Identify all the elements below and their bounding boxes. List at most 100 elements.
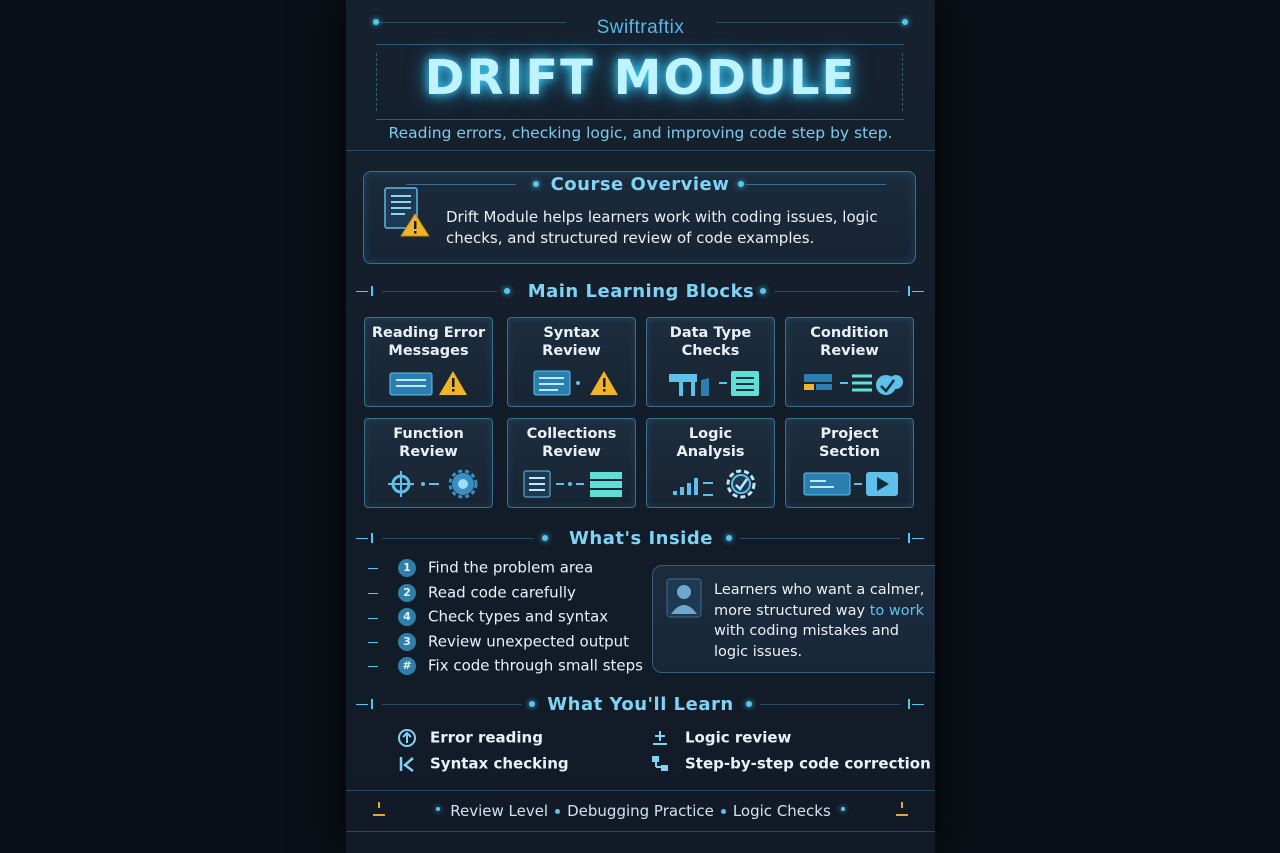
footer-tag-logic-checks: Logic Checks <box>732 802 831 820</box>
footer-dot-right <box>841 807 845 811</box>
block-project-section[interactable]: Project Section <box>785 418 914 508</box>
learner-avatar-icon <box>666 578 702 618</box>
syntax-checking-icon <box>398 755 416 773</box>
inside-item-text: Check types and syntax <box>428 607 609 626</box>
footer-separator <box>720 809 726 814</box>
inside-mark-left <box>356 538 368 539</box>
data-type-icon <box>647 368 774 398</box>
top-rule-right <box>716 22 906 23</box>
overview-dot-right <box>738 181 744 187</box>
footer-mark-right-top <box>901 802 903 808</box>
logic-analysis-icon <box>647 469 774 499</box>
blocks-dot-right <box>760 288 766 294</box>
overview-rule-left <box>406 184 516 185</box>
learn-item-text: Error reading <box>430 728 543 747</box>
inside-rule-left <box>382 538 534 539</box>
error-reading-icon <box>398 728 416 747</box>
footer-mark-right <box>896 814 908 816</box>
footer-separator <box>555 809 561 814</box>
audience-text-part2: with coding mistakes and logic issues. <box>714 623 899 660</box>
learn-item-logic-review: Logic review <box>651 728 791 747</box>
audience-text: Learners who want a calmer, more structu… <box>714 580 929 662</box>
document-warning-icon <box>383 186 430 238</box>
block-label: Collections Review <box>526 426 617 460</box>
block-collections-review[interactable]: Collections Review <box>507 418 636 508</box>
blocks-rule-left <box>382 291 497 292</box>
footer-bar <box>346 790 935 832</box>
audience-text-part1: Learners who want a calmer, more structu… <box>714 582 925 619</box>
footer-dot-left <box>436 807 440 811</box>
learn-rule-right <box>760 704 900 705</box>
inside-tick-left <box>371 533 373 543</box>
list-tick <box>368 666 378 667</box>
overview-rule-right <box>746 184 886 185</box>
list-tick <box>368 618 378 619</box>
list-tick <box>368 568 378 569</box>
step-number: 4 <box>398 607 416 626</box>
block-label: Project Section <box>818 426 881 460</box>
block-label: Syntax Review <box>542 325 601 359</box>
footer-mark-left-top <box>378 802 380 808</box>
course-poster: Swiftraftix DRIFT MODULE Reading errors,… <box>346 0 935 853</box>
blocks-dot-left <box>504 288 510 294</box>
block-label: Function Review <box>393 426 464 460</box>
condition-review-icon <box>786 368 913 398</box>
blocks-tick-left <box>371 286 373 296</box>
overview-card <box>363 171 916 264</box>
top-dot-right <box>902 19 908 25</box>
top-dot-left <box>373 19 379 25</box>
title-frame <box>376 44 904 120</box>
learn-item-text: Syntax checking <box>430 754 569 773</box>
step-number: 3 <box>398 632 416 651</box>
block-syntax-review[interactable]: Syntax Review <box>507 317 636 407</box>
step-number: 1 <box>398 558 416 577</box>
learn-item-text: Logic review <box>685 728 792 747</box>
block-label: Reading Error Messages <box>371 325 486 359</box>
inside-rule-right <box>740 538 900 539</box>
top-rule-left <box>376 22 566 23</box>
blocks-mark-right <box>912 291 924 292</box>
inside-dot-left <box>542 535 548 541</box>
block-data-type-checks[interactable]: Data Type Checks <box>646 317 775 407</box>
inside-heading: What's Inside <box>569 528 713 549</box>
learn-item-text: Step-by-step code correction <box>685 754 931 773</box>
footer-tag-review-level: Review Level <box>450 802 549 820</box>
inside-item-1: 1 Find the problem area <box>398 558 593 577</box>
function-review-icon <box>365 469 492 499</box>
block-reading-error-messages[interactable]: Reading Error Messages <box>364 317 493 407</box>
collections-review-icon <box>508 469 635 499</box>
learn-tick-right <box>908 699 910 709</box>
block-condition-review[interactable]: Condition Review <box>785 317 914 407</box>
inside-tick-right <box>908 533 910 543</box>
list-tick <box>368 642 378 643</box>
blocks-rule-right <box>774 291 899 292</box>
blocks-tick-right <box>908 286 910 296</box>
inside-item-3: 4 Check types and syntax <box>398 607 608 626</box>
inside-item-text: Read code carefully <box>428 583 576 602</box>
block-label: Logic Analysis <box>676 426 745 460</box>
overview-heading: Course Overview <box>550 174 730 195</box>
syntax-review-icon <box>508 368 635 398</box>
page-title: DRIFT MODULE <box>424 50 857 106</box>
learn-item-error-reading: Error reading <box>398 728 543 747</box>
logic-review-icon <box>651 729 669 747</box>
block-label: Data Type Checks <box>669 325 752 359</box>
block-logic-analysis[interactable]: Logic Analysis <box>646 418 775 508</box>
code-correction-icon <box>651 755 669 773</box>
subtitle: Reading errors, checking logic, and impr… <box>388 124 893 142</box>
learn-dot-left <box>529 701 535 707</box>
step-number: # <box>398 656 416 675</box>
blocks-mark-left <box>356 291 368 292</box>
inside-dot-right <box>726 535 732 541</box>
project-section-icon <box>786 469 913 499</box>
block-label: Condition Review <box>810 325 889 359</box>
overview-dot-left <box>533 181 539 187</box>
inside-mark-right <box>912 538 924 539</box>
learn-tick-left <box>371 699 373 709</box>
block-function-review[interactable]: Function Review <box>364 418 493 508</box>
inside-item-text: Find the problem area <box>428 558 594 577</box>
overview-text: Drift Module helps learners work with co… <box>446 208 878 247</box>
inside-item-2: 2 Read code carefully <box>398 583 576 602</box>
step-number: 2 <box>398 583 416 602</box>
